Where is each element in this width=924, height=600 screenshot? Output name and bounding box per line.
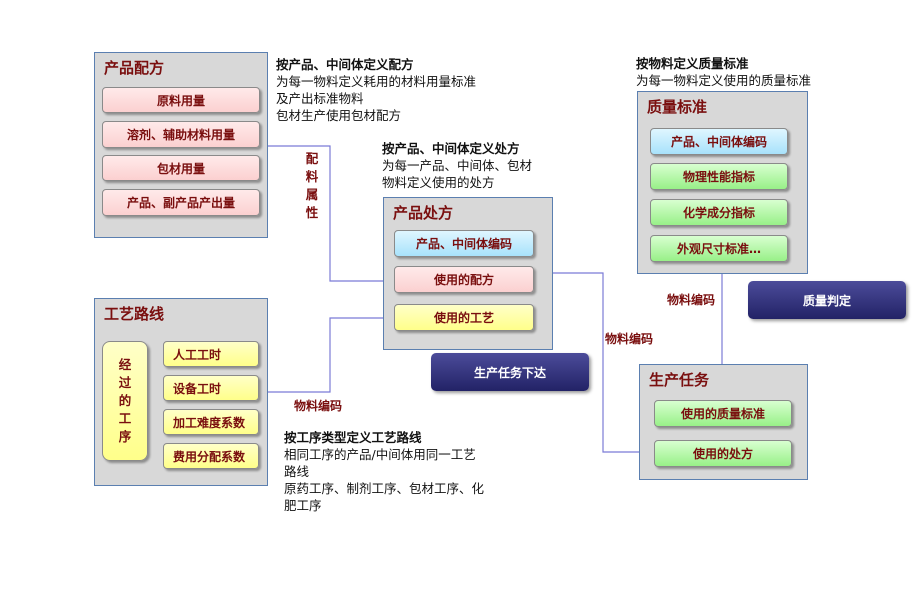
prescription-title: 产品处方 bbox=[393, 204, 454, 222]
connector-route-to-prescription bbox=[268, 313, 394, 393]
recipe-item-packaging: 包材用量 bbox=[102, 155, 260, 181]
route-note-line: 原药工序、制剂工序、包材工序、化 bbox=[284, 481, 485, 496]
route-process-box: 经过的工序 bbox=[102, 341, 148, 461]
task-item-quality-standard: 使用的质量标准 bbox=[654, 400, 792, 427]
prescription-link-label: 物料编码 bbox=[605, 332, 654, 346]
route-note-line: 肥工序 bbox=[284, 498, 322, 513]
quality-note: 按物料定义质量标准 为每一物料定义使用的质量标准 bbox=[636, 55, 856, 89]
recipe-title: 产品配方 bbox=[104, 59, 165, 77]
prescription-item-recipe: 使用的配方 bbox=[394, 266, 534, 293]
connector-prescription-to-task bbox=[553, 272, 655, 457]
recipe-item-raw-material: 原料用量 bbox=[102, 87, 260, 113]
route-process-label: 经过的工序 bbox=[118, 357, 132, 444]
prescription-panel: 产品处方 产品、中间体编码 使用的配方 使用的工艺 bbox=[383, 197, 553, 350]
recipe-item-solvent: 溶剂、辅助材料用量 bbox=[102, 121, 260, 148]
route-title: 工艺路线 bbox=[104, 305, 165, 323]
route-item-labor-hours: 人工工时 bbox=[163, 341, 259, 367]
connector-recipe-to-prescription bbox=[267, 145, 394, 286]
quality-title: 质量标准 bbox=[647, 98, 708, 116]
prescription-note-heading: 按产品、中间体定义处方 bbox=[382, 141, 520, 156]
task-item-prescription: 使用的处方 bbox=[654, 440, 792, 467]
quality-panel: 质量标准 产品、中间体编码 物理性能指标 化学成分指标 外观尺寸标准… bbox=[637, 91, 808, 274]
recipe-link-label: 配料属性 bbox=[305, 151, 319, 220]
route-note-line: 路线 bbox=[284, 464, 310, 479]
quality-note-line: 为每一物料定义使用的质量标准 bbox=[636, 73, 812, 88]
route-item-cost-allocation: 费用分配系数 bbox=[163, 443, 259, 469]
quality-judgement-button[interactable]: 质量判定 bbox=[748, 281, 906, 319]
route-item-difficulty: 加工难度系数 bbox=[163, 409, 259, 435]
issue-production-task-button[interactable]: 生产任务下达 bbox=[431, 353, 589, 391]
recipe-panel: 产品配方 原料用量 溶剂、辅助材料用量 包材用量 产品、副产品产出量 bbox=[94, 52, 268, 238]
recipe-note-heading: 按产品、中间体定义配方 bbox=[276, 57, 414, 72]
recipe-note-line: 包材生产使用包材配方 bbox=[276, 108, 402, 123]
route-item-machine-hours: 设备工时 bbox=[163, 375, 259, 401]
quality-note-heading: 按物料定义质量标准 bbox=[636, 56, 749, 71]
quality-item-appearance: 外观尺寸标准… bbox=[650, 235, 788, 262]
production-task-title: 生产任务 bbox=[649, 371, 710, 389]
route-link-label: 物料编码 bbox=[294, 399, 343, 413]
prescription-item-process: 使用的工艺 bbox=[394, 304, 534, 331]
route-note: 按工序类型定义工艺路线 相同工序的产品/中间体用同一工艺 路线 原药工序、制剂工… bbox=[284, 429, 524, 514]
route-panel: 工艺路线 经过的工序 人工工时 设备工时 加工难度系数 费用分配系数 bbox=[94, 298, 268, 486]
quality-item-physical: 物理性能指标 bbox=[650, 163, 788, 190]
quality-link-label: 物料编码 bbox=[667, 293, 716, 307]
recipe-item-output: 产品、副产品产出量 bbox=[102, 189, 260, 216]
route-note-heading: 按工序类型定义工艺路线 bbox=[284, 430, 422, 445]
prescription-note: 按产品、中间体定义处方 为每一产品、中间体、包材 物料定义使用的处方 bbox=[382, 140, 582, 191]
quality-item-code: 产品、中间体编码 bbox=[650, 128, 788, 155]
recipe-note: 按产品、中间体定义配方 为每一物料定义耗用的材料用量标准 及产出标准物料 包材生… bbox=[276, 56, 516, 124]
recipe-note-line: 为每一物料定义耗用的材料用量标准 bbox=[276, 74, 477, 89]
prescription-note-line: 为每一产品、中间体、包材 bbox=[382, 158, 533, 173]
route-note-line: 相同工序的产品/中间体用同一工艺 bbox=[284, 447, 476, 462]
recipe-note-line: 及产出标准物料 bbox=[276, 91, 364, 106]
prescription-note-line: 物料定义使用的处方 bbox=[382, 175, 495, 190]
prescription-item-code: 产品、中间体编码 bbox=[394, 230, 534, 257]
quality-item-chemical: 化学成分指标 bbox=[650, 199, 788, 226]
production-task-panel: 生产任务 使用的质量标准 使用的处方 bbox=[639, 364, 808, 480]
